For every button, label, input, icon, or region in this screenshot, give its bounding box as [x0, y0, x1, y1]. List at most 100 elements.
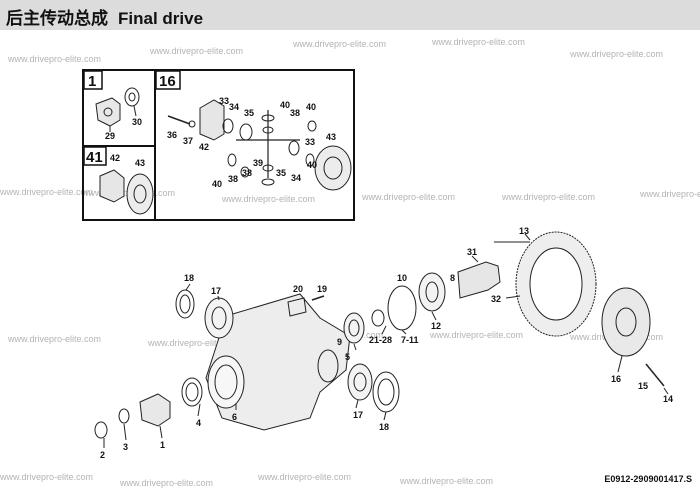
callout-33: 33: [305, 137, 315, 147]
watermark: www.drivepro-elite.com: [569, 49, 663, 59]
leader-line: [185, 283, 191, 291]
callout-21-28: 21-28: [369, 335, 392, 345]
watermark: www.drivepro-elite.com: [399, 476, 493, 486]
drawing-code: E0912-2909001417.S: [604, 474, 692, 484]
leader-line: [123, 423, 127, 441]
flange-part: [95, 97, 121, 127]
inset1-parts: [95, 87, 140, 132]
callout-14: 14: [663, 394, 673, 404]
leader-line: [524, 233, 531, 241]
callout-43: 43: [135, 158, 145, 168]
callout-42: 42: [199, 142, 209, 152]
callout-labels: 29 30 33 34 35 40 38 40 36 37 42 39 33 4…: [100, 96, 673, 460]
inset-frames: [82, 69, 355, 221]
bolt-part: [167, 115, 191, 125]
bearing-cone-bore: [353, 372, 367, 392]
callout-40: 40: [212, 179, 222, 189]
input-flange: [139, 393, 171, 427]
callout-19: 19: [317, 284, 327, 294]
callout-16: 16: [611, 374, 621, 384]
planet-gear: [262, 164, 274, 172]
case-bolt: [645, 363, 665, 387]
side-gear: [239, 123, 253, 141]
nut-part: [188, 120, 196, 128]
watermark: www.drivepro-elite.com: [639, 189, 700, 199]
watermark: www.drivepro-elite.com: [501, 192, 595, 202]
callout-5: 5: [345, 352, 350, 362]
callout-40: 40: [307, 160, 317, 170]
callout-7-11: 7-11: [401, 335, 419, 345]
callout-30: 30: [132, 117, 142, 127]
callout-8: 8: [450, 273, 455, 283]
thrust-washer: [307, 120, 317, 132]
crown-gear-bore: [323, 156, 343, 180]
callout-38: 38: [228, 174, 238, 184]
washer-part: [124, 87, 140, 107]
callout-12: 12: [431, 321, 441, 331]
planet-washer: [261, 114, 275, 122]
inset16-parts: [167, 99, 352, 191]
seal-ring: [181, 377, 203, 407]
box-number-1: 1: [88, 73, 96, 90]
leader-line: [401, 329, 407, 335]
watermark: www.drivepro-elite.com: [257, 472, 351, 482]
box-number-frame: [155, 70, 181, 90]
callout-10: 10: [397, 273, 407, 283]
title-en: Final drive: [118, 9, 204, 28]
callout-4: 4: [196, 418, 201, 428]
callout-18: 18: [379, 422, 389, 432]
watermark: www.drivepro-elite.com: [361, 192, 455, 202]
callout-33: 33: [219, 96, 229, 106]
callout-40: 40: [280, 100, 290, 110]
lock-bolt: [311, 295, 325, 301]
leader-line: [663, 387, 669, 395]
leader-line: [471, 255, 479, 263]
title-cn: 后主传动总成: [6, 9, 108, 28]
lock-plate: [287, 297, 307, 317]
callout-31: 31: [467, 247, 477, 257]
flange-hole: [103, 107, 113, 117]
callout-20: 20: [293, 284, 303, 294]
callout-38: 38: [242, 168, 252, 178]
leader-line: [197, 403, 201, 417]
drive-pinion: [457, 261, 501, 299]
crown-gear: [314, 145, 352, 191]
box-number-16: 16: [159, 73, 176, 90]
watermark: www.drivepro-elite.com: [431, 37, 525, 47]
watermark: www.drivepro-elite.com: [149, 46, 243, 56]
callout-40: 40: [306, 102, 316, 112]
leader-line: [383, 411, 387, 421]
leader-line: [617, 355, 623, 373]
housing-bore-inner: [214, 364, 238, 400]
leader-line: [353, 343, 357, 351]
leader-line: [217, 295, 220, 301]
callout-6: 6: [232, 412, 237, 422]
callout-36: 36: [167, 130, 177, 140]
washer-hole: [128, 92, 136, 102]
leader-line: [431, 311, 437, 321]
housing-bore: [207, 355, 245, 409]
callout-37: 37: [183, 136, 193, 146]
watermark: www.drivepro-elite.com: [292, 39, 386, 49]
bearing-cup: [372, 371, 400, 413]
bearing-cup-inner: [377, 378, 395, 406]
callout-32: 32: [491, 294, 501, 304]
diff-case-half: [199, 99, 225, 141]
callout-17: 17: [211, 286, 221, 296]
bearing-cone: [204, 297, 234, 339]
differential-case-hub: [615, 307, 637, 337]
callout-17: 17: [353, 410, 363, 420]
bearing-cone-bore: [211, 306, 227, 330]
callout-42: 42: [110, 153, 120, 163]
bearing-cone: [343, 312, 365, 344]
bearing-cone-bore: [348, 319, 360, 337]
leader-line: [381, 325, 387, 335]
callout-29: 29: [105, 131, 115, 141]
callout-43: 43: [326, 132, 336, 142]
watermark: www.drivepro-elite.com: [0, 472, 93, 482]
crown-wheel-bore: [529, 247, 583, 321]
watermark: www.drivepro-elite.com: [7, 334, 101, 344]
seal-ring-inner: [185, 382, 199, 402]
leader-line: [159, 425, 163, 439]
